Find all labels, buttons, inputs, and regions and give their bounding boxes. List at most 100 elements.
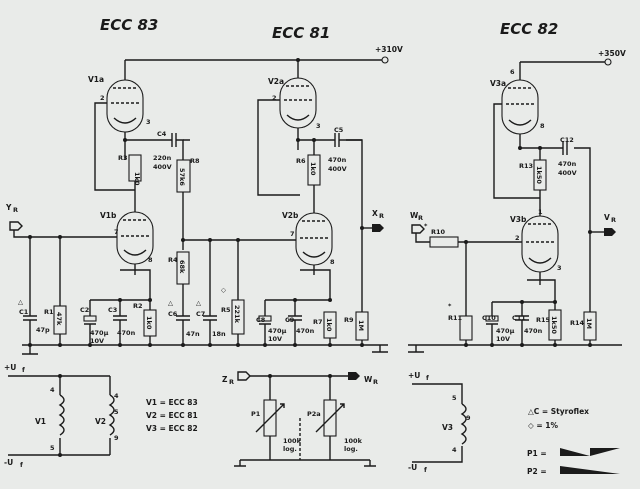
c2-label: C2	[80, 306, 89, 314]
output-wr2-terminal[interactable]: W R	[348, 372, 378, 386]
r15-label: R15	[536, 316, 551, 324]
pot-section: Z R W R P1 100k log. P2a 100k log.	[222, 371, 378, 467]
c12-value: 470n	[558, 160, 577, 168]
input-yr-terminal[interactable]: Y R	[5, 203, 23, 231]
heater-v3-label: V3	[442, 423, 453, 432]
label-350v: +350V	[598, 49, 626, 58]
heater3-plus-label: +U	[408, 371, 420, 380]
svg-text:◇: ◇	[221, 286, 226, 294]
svg-text:R: R	[418, 214, 423, 222]
v3a-wires	[493, 103, 591, 312]
output-xr-label: X	[372, 209, 378, 218]
pin-v2b-8: 8	[330, 258, 335, 266]
pin-v1a-3: 3	[146, 118, 151, 126]
p1-value: 100k	[283, 437, 302, 445]
resistor-r2: R2 1k0	[133, 302, 157, 345]
c8-value: 470µ	[268, 327, 287, 335]
output-xr-terminal[interactable]: X R	[362, 209, 384, 232]
pot-p1[interactable]: P1 100k log.	[251, 399, 302, 453]
p2a-taper: log.	[344, 445, 358, 453]
v1b-wires	[30, 236, 151, 300]
c1-value: 47p	[36, 326, 50, 334]
output-vr-terminal[interactable]: V R	[590, 213, 616, 236]
pot-p2a[interactable]: P2a 100k log.	[307, 399, 363, 453]
resistor-r14: R14 1M	[570, 311, 597, 345]
legend-styroflex: △C = Styroflex	[528, 407, 589, 416]
svg-text:*: *	[448, 302, 452, 310]
svg-text:9: 9	[114, 434, 119, 442]
r13-value: 1k50	[535, 166, 543, 184]
pin-v2a-2: 2	[272, 94, 277, 102]
label-v1a: V1a	[88, 75, 104, 84]
svg-text:f: f	[22, 366, 25, 374]
r4-label: R4	[168, 256, 178, 264]
pin-v3b-3: 3	[557, 264, 562, 272]
label-v2a: V2a	[268, 77, 284, 86]
c12-label: C12	[560, 136, 574, 144]
svg-text:R: R	[611, 216, 616, 224]
svg-text:R: R	[379, 212, 384, 220]
resistor-r3: R3 1k0	[118, 154, 142, 186]
r15-value: 1k50	[550, 316, 558, 334]
svg-text:9: 9	[466, 414, 471, 422]
r8-label: R8	[190, 157, 200, 165]
c11-label: C11	[512, 314, 526, 322]
v1a-wires	[94, 102, 190, 191]
r8-value: 57k6	[178, 168, 186, 186]
capacitor-c10: C10 470µ 10V	[482, 314, 515, 345]
label-310v: +310V	[375, 45, 403, 54]
c3-label: C3	[108, 306, 117, 314]
legend-p2: P2 =	[527, 467, 547, 476]
c6-value: 47n	[186, 330, 200, 338]
c5-value: 470n	[328, 156, 347, 164]
symbol-legend: △C = Styroflex ◇ = 1% P1 = P2 =	[527, 407, 620, 476]
resistor-r6: R6 1k0	[296, 154, 321, 186]
input-wr-terminal[interactable]: W R	[410, 211, 425, 234]
svg-text:5: 5	[452, 394, 457, 402]
svg-text:R: R	[229, 378, 234, 386]
r9-value: 1M	[357, 320, 365, 331]
svg-text:R: R	[373, 378, 378, 386]
pin-v3b-2: 2	[515, 234, 520, 242]
resistor-r5: ◇ R5 221k	[221, 240, 245, 345]
capacitor-c8: C8 470µ 10V	[256, 315, 287, 345]
input-zr-terminal[interactable]: Z R	[222, 371, 251, 386]
v2b-wires	[264, 265, 331, 316]
junction-dots	[28, 58, 592, 457]
capacitor-c12: C12 470n 400V	[558, 136, 577, 177]
p2a-label: P2a	[307, 410, 321, 418]
c9-value: 470n	[296, 327, 315, 335]
tube-v1a: V1a 2 3	[88, 60, 151, 133]
c10-value: 470µ	[496, 327, 515, 335]
title-ecc81: ECC 81	[272, 24, 330, 42]
svg-text:4: 4	[114, 392, 119, 400]
c11-value: 470n	[524, 327, 543, 335]
pin-v3a-6: 6	[510, 68, 515, 76]
output-vr-label: V	[604, 213, 610, 222]
capacitor-c11: C11 470n	[512, 314, 543, 345]
capacitor-c3: C3 470n	[108, 306, 136, 345]
legend-v1: V1 = ECC 83	[146, 398, 198, 407]
r2-value: 1k0	[145, 316, 153, 330]
resistor-r8: R8 57k6	[176, 157, 200, 193]
heater-circuit-v1-v2: +U f -U f V1 V2 4 5 4 5 9	[4, 363, 119, 469]
svg-text:5: 5	[114, 408, 119, 416]
r6-value: 1k0	[309, 162, 317, 176]
pin-v1b-7: 7	[114, 228, 119, 236]
heater-circuit-v3: +U f -U f V3 5 9 4	[408, 371, 471, 474]
p1-taper-symbol	[560, 448, 620, 456]
legend-p1: P1 =	[527, 449, 547, 458]
svg-text:△: △	[168, 299, 173, 307]
input-zr-label: Z	[222, 375, 228, 384]
r6-label: R6	[296, 157, 306, 165]
c5-label: C5	[334, 126, 344, 134]
legend-v2: V2 = ECC 81	[146, 411, 198, 420]
r7-value: 1k0	[325, 318, 333, 332]
p1-label: P1	[251, 410, 261, 418]
label-v2b: V2b	[282, 211, 299, 220]
c10-voltage: 10V	[496, 335, 510, 343]
resistor-r11: R11 *	[448, 242, 473, 345]
c12-voltage: 400V	[558, 169, 577, 177]
pin-v3a-8: 8	[540, 122, 545, 130]
